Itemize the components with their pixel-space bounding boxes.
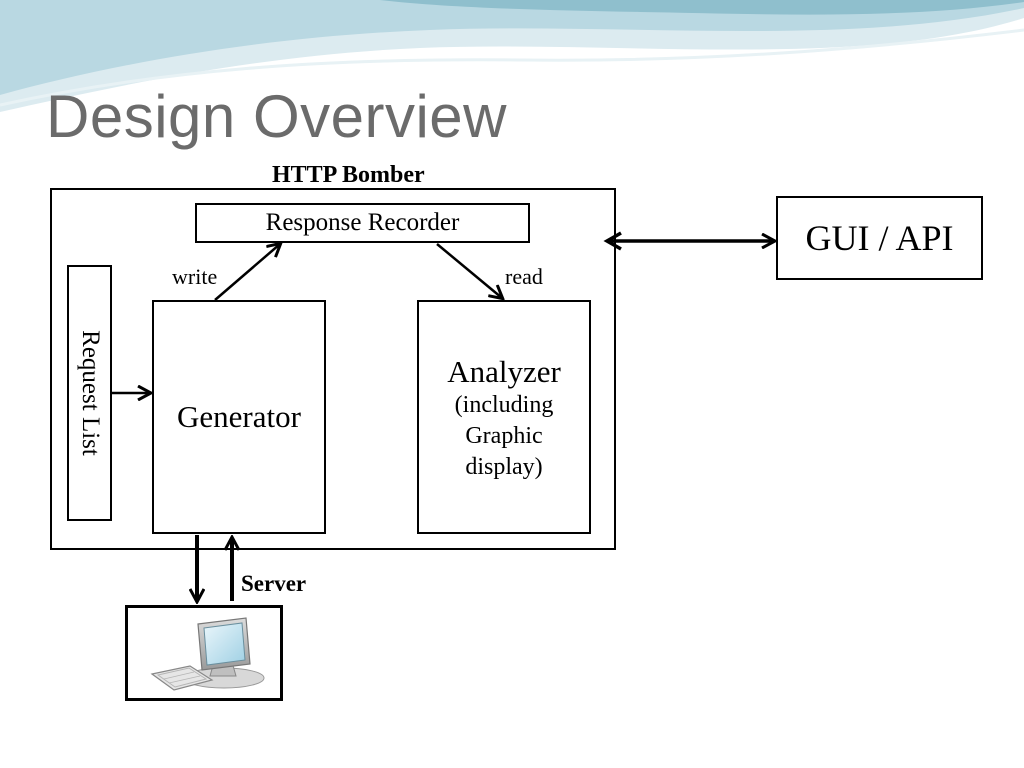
http-bomber-label: HTTP Bomber — [272, 162, 425, 188]
analyzer-subtitle-line-1: (including — [454, 392, 554, 418]
request-list-label: Request List — [76, 330, 104, 456]
server-label: Server — [241, 571, 307, 596]
gui-api-box: GUI / API — [776, 196, 983, 280]
request-list-box: Request List — [67, 265, 112, 521]
response-recorder-label: Response Recorder — [265, 209, 460, 236]
computer-monitor-icon — [150, 617, 265, 691]
analyzer-subtitle-line-2: Graphic — [465, 423, 543, 449]
page-title: Design Overview — [46, 83, 507, 150]
analyzer-box: Analyzer (including Graphic display) — [417, 300, 591, 534]
server-box — [125, 605, 283, 701]
analyzer-subtitle-line-3: display) — [465, 454, 543, 480]
generator-label: Generator — [177, 399, 301, 434]
write-label: write — [172, 264, 218, 289]
response-recorder-box: Response Recorder — [195, 203, 530, 243]
read-label: read — [505, 264, 543, 289]
generator-box: Generator — [152, 300, 326, 534]
gui-api-label: GUI / API — [805, 218, 954, 258]
header-wave-decoration — [0, 0, 1024, 112]
analyzer-title: Analyzer — [447, 354, 561, 389]
